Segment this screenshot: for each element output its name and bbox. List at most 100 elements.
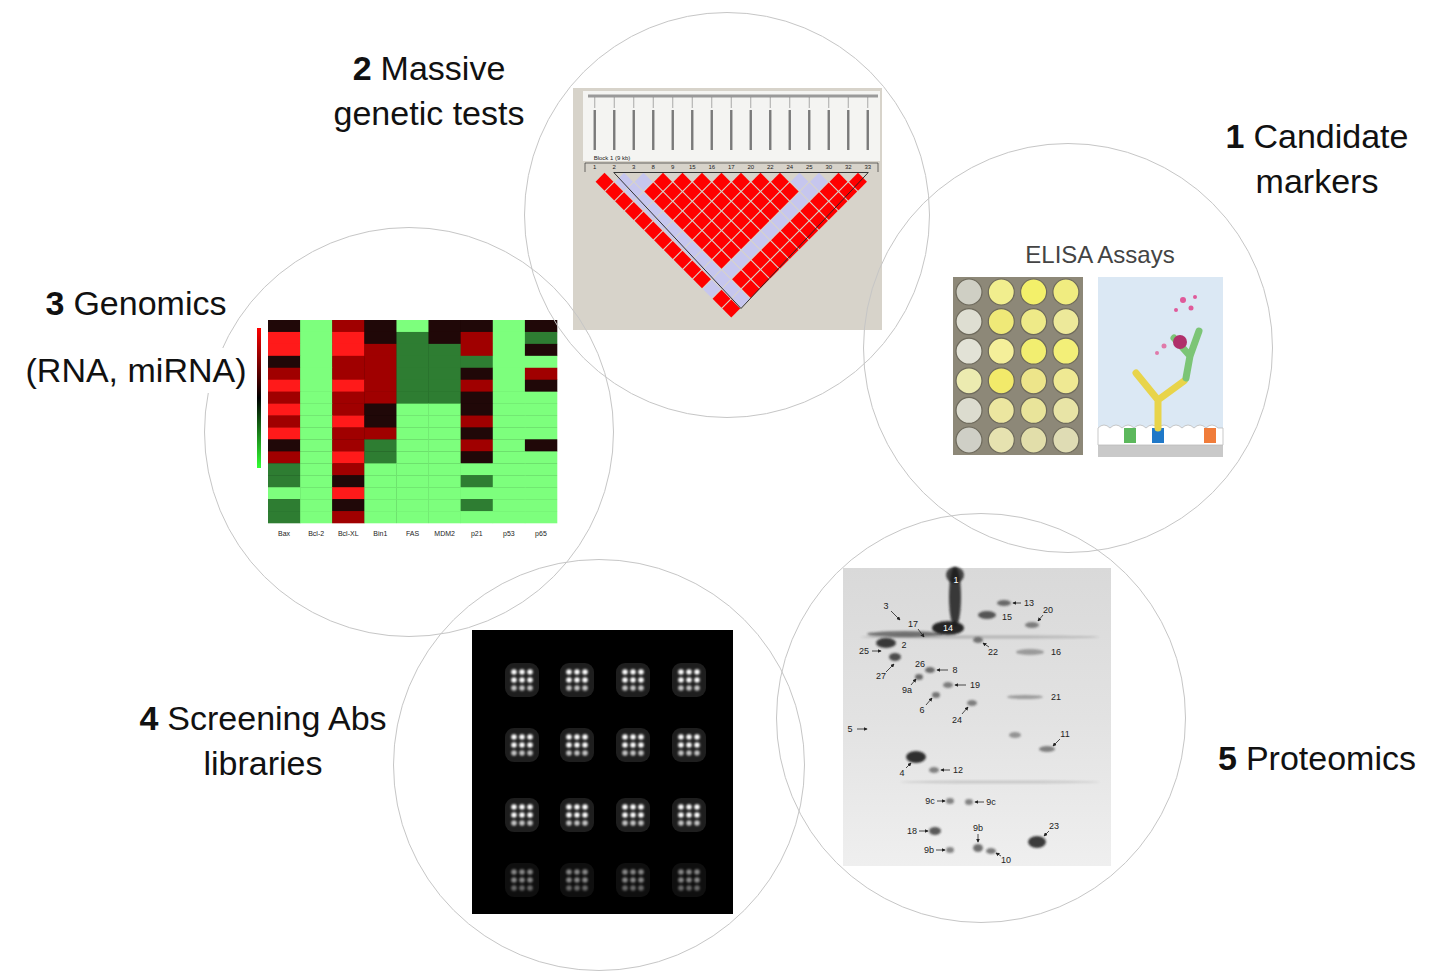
- heatmap-cell: [300, 499, 332, 511]
- heatmap-cell: [300, 475, 332, 487]
- gel-spot: [1039, 746, 1055, 752]
- heatmap-cell: [429, 320, 461, 332]
- heatmap-cell: [493, 439, 525, 451]
- heatmap-cell: [364, 487, 396, 499]
- heatmap-cell: [268, 416, 300, 428]
- array-spot: [566, 869, 572, 875]
- spot-arrow: [955, 685, 966, 686]
- gel-spot: [978, 611, 996, 619]
- heatmap-cell: [268, 451, 300, 463]
- heatmap-cell: [300, 356, 332, 368]
- heatmap-cell: [461, 368, 493, 380]
- array-spot: [638, 677, 644, 683]
- gel-spot: [997, 600, 1011, 606]
- heatmap-cell: [461, 475, 493, 487]
- heatmap-cell: [525, 320, 557, 332]
- spot-number: 15: [1002, 613, 1012, 622]
- spot-number: 25: [859, 647, 869, 656]
- array-spot: [519, 877, 525, 883]
- spot-number: 11: [1060, 730, 1069, 739]
- heatmap-cell: [300, 380, 332, 392]
- marker-number: 1: [593, 164, 596, 170]
- heatmap-cell: [493, 392, 525, 404]
- enzyme: [1173, 335, 1187, 349]
- array-spot: [574, 869, 580, 875]
- heatmap-cell: [396, 392, 428, 404]
- heatmap-cell: [332, 356, 364, 368]
- detection-antibody: [1174, 331, 1199, 378]
- array-spot: [582, 877, 588, 883]
- array-spot: [574, 685, 580, 691]
- array-spot: [686, 669, 692, 675]
- gel-spot: [1007, 695, 1043, 699]
- array-spot: [678, 804, 684, 810]
- array-spot: [678, 750, 684, 756]
- signal-dot: [1162, 344, 1167, 349]
- heatmap-cell: [525, 356, 557, 368]
- array-block: [616, 798, 650, 832]
- array-spot: [519, 677, 525, 683]
- plate-well: [1021, 368, 1047, 394]
- array-spot: [638, 685, 644, 691]
- spot-number: 1: [953, 576, 958, 585]
- heatmap-cell: [525, 380, 557, 392]
- heatmap-cell: [429, 416, 461, 428]
- spot-arrow: [857, 729, 867, 730]
- spot-number: 9b: [973, 824, 983, 833]
- gene-name: FAS: [406, 530, 419, 537]
- heatmap-cell: [396, 451, 428, 463]
- marker-number: 30: [825, 164, 832, 170]
- spot-arrow: [918, 629, 924, 637]
- array-spot: [511, 869, 517, 875]
- heatmap-cell: [332, 332, 364, 344]
- gel-spot: [932, 692, 940, 698]
- spot-arrow: [983, 643, 989, 647]
- heatmap-cell: [525, 404, 557, 416]
- step-number: 2: [353, 49, 372, 87]
- array-spot: [574, 677, 580, 683]
- array-spot: [694, 804, 700, 810]
- array-spot: [630, 734, 636, 740]
- heatmap-cell: [300, 487, 332, 499]
- array-spot: [686, 734, 692, 740]
- signal-dot: [1180, 297, 1186, 303]
- spot-arrow: [886, 664, 894, 672]
- heatmap-cell: [332, 475, 364, 487]
- heatmap-cell: [364, 463, 396, 475]
- ld-plot-header: [583, 91, 880, 161]
- array-spot: [694, 877, 700, 883]
- step-title: Proteomics: [1246, 739, 1416, 777]
- marker-number: 2: [613, 164, 616, 170]
- heatmap-cell: [300, 332, 332, 344]
- marker-id-mark: [750, 110, 752, 150]
- gel-spot: [1009, 732, 1021, 738]
- heatmap-cell: [429, 380, 461, 392]
- gel-spot: [915, 674, 923, 680]
- array-block: [616, 728, 650, 762]
- heatmap-cell: [429, 368, 461, 380]
- array-spot: [638, 669, 644, 675]
- heatmap-cell: [429, 451, 461, 463]
- spot-arrow: [978, 834, 979, 842]
- heatmap-cell: [332, 380, 364, 392]
- circle-heading: 3Genomics(RNA, miRNA): [6, 281, 266, 393]
- technique-circle: 1Candidate markers: [863, 143, 1273, 553]
- heatmap-cell: [332, 511, 364, 523]
- array-spot: [694, 734, 700, 740]
- gel-spot: [946, 847, 954, 853]
- spot-number: 24: [952, 716, 962, 725]
- heatmap-cell: [268, 332, 300, 344]
- heatmap-cell: [396, 487, 428, 499]
- array-spot: [638, 877, 644, 883]
- heatmap-cell: [429, 487, 461, 499]
- marker-id-mark: [808, 110, 810, 150]
- marker-number: 3: [632, 164, 635, 170]
- heatmap-cell: [429, 332, 461, 344]
- marker-id-mark: [867, 110, 869, 150]
- marker-number: 25: [806, 164, 813, 170]
- gene-name: Bin1: [373, 530, 387, 537]
- array-spot: [686, 885, 692, 891]
- array-spot: [630, 885, 636, 891]
- spot-arrow: [937, 801, 945, 802]
- marker-id-mark: [789, 110, 791, 150]
